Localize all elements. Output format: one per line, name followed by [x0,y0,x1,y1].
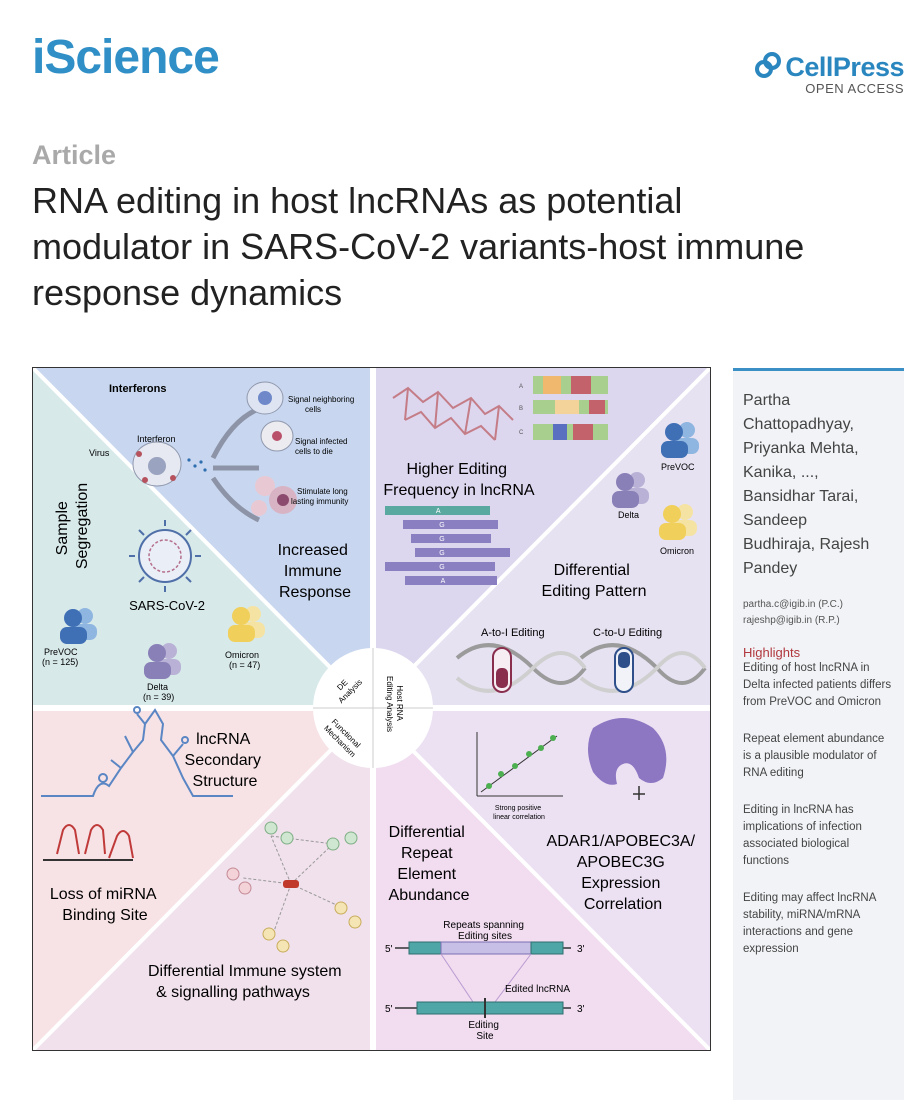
interferon-label: Interferon [137,434,176,444]
immune-cell-icon [251,476,297,516]
author-line: Pandey [743,560,798,577]
sars-cov-2-label: SARS-CoV-2 [129,598,205,613]
highlight-item: Editing may affect lncRNA stability, miR… [743,892,876,955]
journal-logo: iScience [32,31,220,84]
repeat-abundance-label: Differential Repeat Element Abundance [389,824,470,904]
interferons-heading: Interferons [109,383,166,395]
article-sidebar: Partha Chattopadhyay, Priyanka Mehta, Ka… [733,368,904,1100]
highlight-item: Editing of host lncRNA in Delta infected… [743,662,892,708]
omicron-label: Omicron [225,650,259,660]
rna-structure-icon [41,706,233,797]
three-prime-label: 3' [577,1004,585,1015]
loss-mirna-label: Loss of miRNA Binding Site [50,886,160,924]
immune-pathways-label: Differential Immune system & signalling … [148,963,346,1001]
virus-label: Virus [89,448,110,458]
edited-lncrna-transcript [395,998,571,1018]
repeats-spanning-label: Repeats spanning Editing sites [443,920,526,942]
publisher-name: CellPress [785,52,904,82]
cellpress-logo-icon [755,52,782,78]
author-line: Priyanka Mehta, [743,440,859,457]
editing-heatmap [533,376,608,440]
dying-cell-icon [260,420,294,452]
email-link[interactable]: partha.c@igib.in (P.C.) [743,599,844,610]
article-title: RNA editing in host lncRNAs as potential… [32,178,882,316]
three-prime-label: 3' [577,944,585,955]
infected-cell-icon [132,441,207,487]
author-line: Bansidhar Tarai, [743,488,859,505]
adar-enzyme-icon [588,718,667,800]
author-line: Chattopadhyay, [743,416,854,433]
omicron-people-icon [228,606,265,642]
neighbor-cell-icon [246,381,284,415]
lncrna-network-icon [392,386,514,441]
increased-immune-label: Increased Immune Response [278,542,353,601]
prevoc-count: (n = 125) [42,657,78,667]
article-type: Article [32,140,117,170]
adar-correlation-label: ADAR1/APOBEC3A/ APOBEC3G Expression Corr… [547,833,700,913]
graphical-abstract: Interferons Interferon Virus Signal neig… [32,367,711,1051]
differential-editing-label: Differential Editing Pattern [542,562,647,600]
email-link[interactable]: rajeshp@igib.in (R.P.) [743,615,840,626]
edited-lncrna-label: Edited lncRNA [505,984,570,995]
author-list: Partha Chattopadhyay, Priyanka Mehta, Ka… [743,389,894,581]
delta-label: Delta [147,682,168,692]
delta-people-icon [144,643,181,679]
heatmap-row-labels: A B C [519,384,525,436]
title-line: response dynamics [32,272,343,313]
correlation-plot [476,732,563,797]
title-line: modulator in SARS-CoV-2 variants-host im… [32,226,805,267]
highlight-item: Repeat element abundance is a plausible … [743,733,885,779]
highlights-heading: Highlights [743,645,801,660]
c-to-u-label: C-to-U Editing [593,627,662,639]
correspondence-emails: partha.c@igib.in (P.C.) rajeshp@igib.in … [743,597,894,629]
higher-editing-label: Higher Editing Frequency in lncRNA [383,461,535,499]
signal-neighbor-label: Signal neighboring cells [288,395,357,414]
prevoc-people-icon [60,608,97,644]
publisher-logo: CellPress OPEN ACCESS [755,52,904,96]
prevoc-people-icon [661,422,699,458]
omicron-people-icon [659,504,697,540]
highlight-item: Editing in lncRNA has implications of in… [743,804,862,867]
stimulate-label: Stimulate long lasting immunity [291,487,350,506]
prevoc-label: PreVOC [44,647,78,657]
dna-helix-icon [455,643,707,693]
author-line: Kanika, ..., [743,464,819,481]
lncrna-structure-label: lncRNA Secondary Structure [185,731,266,790]
pathway-nodes [226,821,362,953]
delta-label: Delta [618,510,639,520]
omicron-count: (n = 47) [229,660,260,670]
author-line: Sandeep [743,512,808,529]
editing-site-label: Editing Site [468,1020,501,1042]
read-bases: A G G G G A [436,508,447,585]
omicron-label: Omicron [660,546,694,556]
author-line: Partha [743,392,791,409]
signal-arrow [210,476,261,523]
five-prime-label: 5' [385,944,393,955]
sars-cov-2-virus-icon [129,520,201,592]
delta-count: (n = 39) [143,692,174,702]
mirna-hairpin-icon [43,824,134,861]
repeat-transcript [395,941,571,1003]
five-prime-label: 5' [385,1004,393,1015]
correlation-caption: Strong positive linear correlation [493,805,545,821]
host-rna-editing-label: Host RNA Editing Analysis [385,676,404,732]
editing-enzyme-icon [492,647,634,693]
a-to-i-label: A-to-I Editing [481,627,545,639]
signal-infected-label: Signal infected cells to die [295,437,350,456]
title-line: RNA editing in host lncRNAs as potential [32,180,683,221]
sample-segregation-label: Sample Segregation [54,483,91,569]
prevoc-label: PreVOC [661,462,695,472]
author-line: Budhiraja, Rajesh [743,536,870,553]
sequencing-reads [385,506,510,585]
delta-people-icon [612,472,649,508]
open-access-label: OPEN ACCESS [805,81,904,96]
